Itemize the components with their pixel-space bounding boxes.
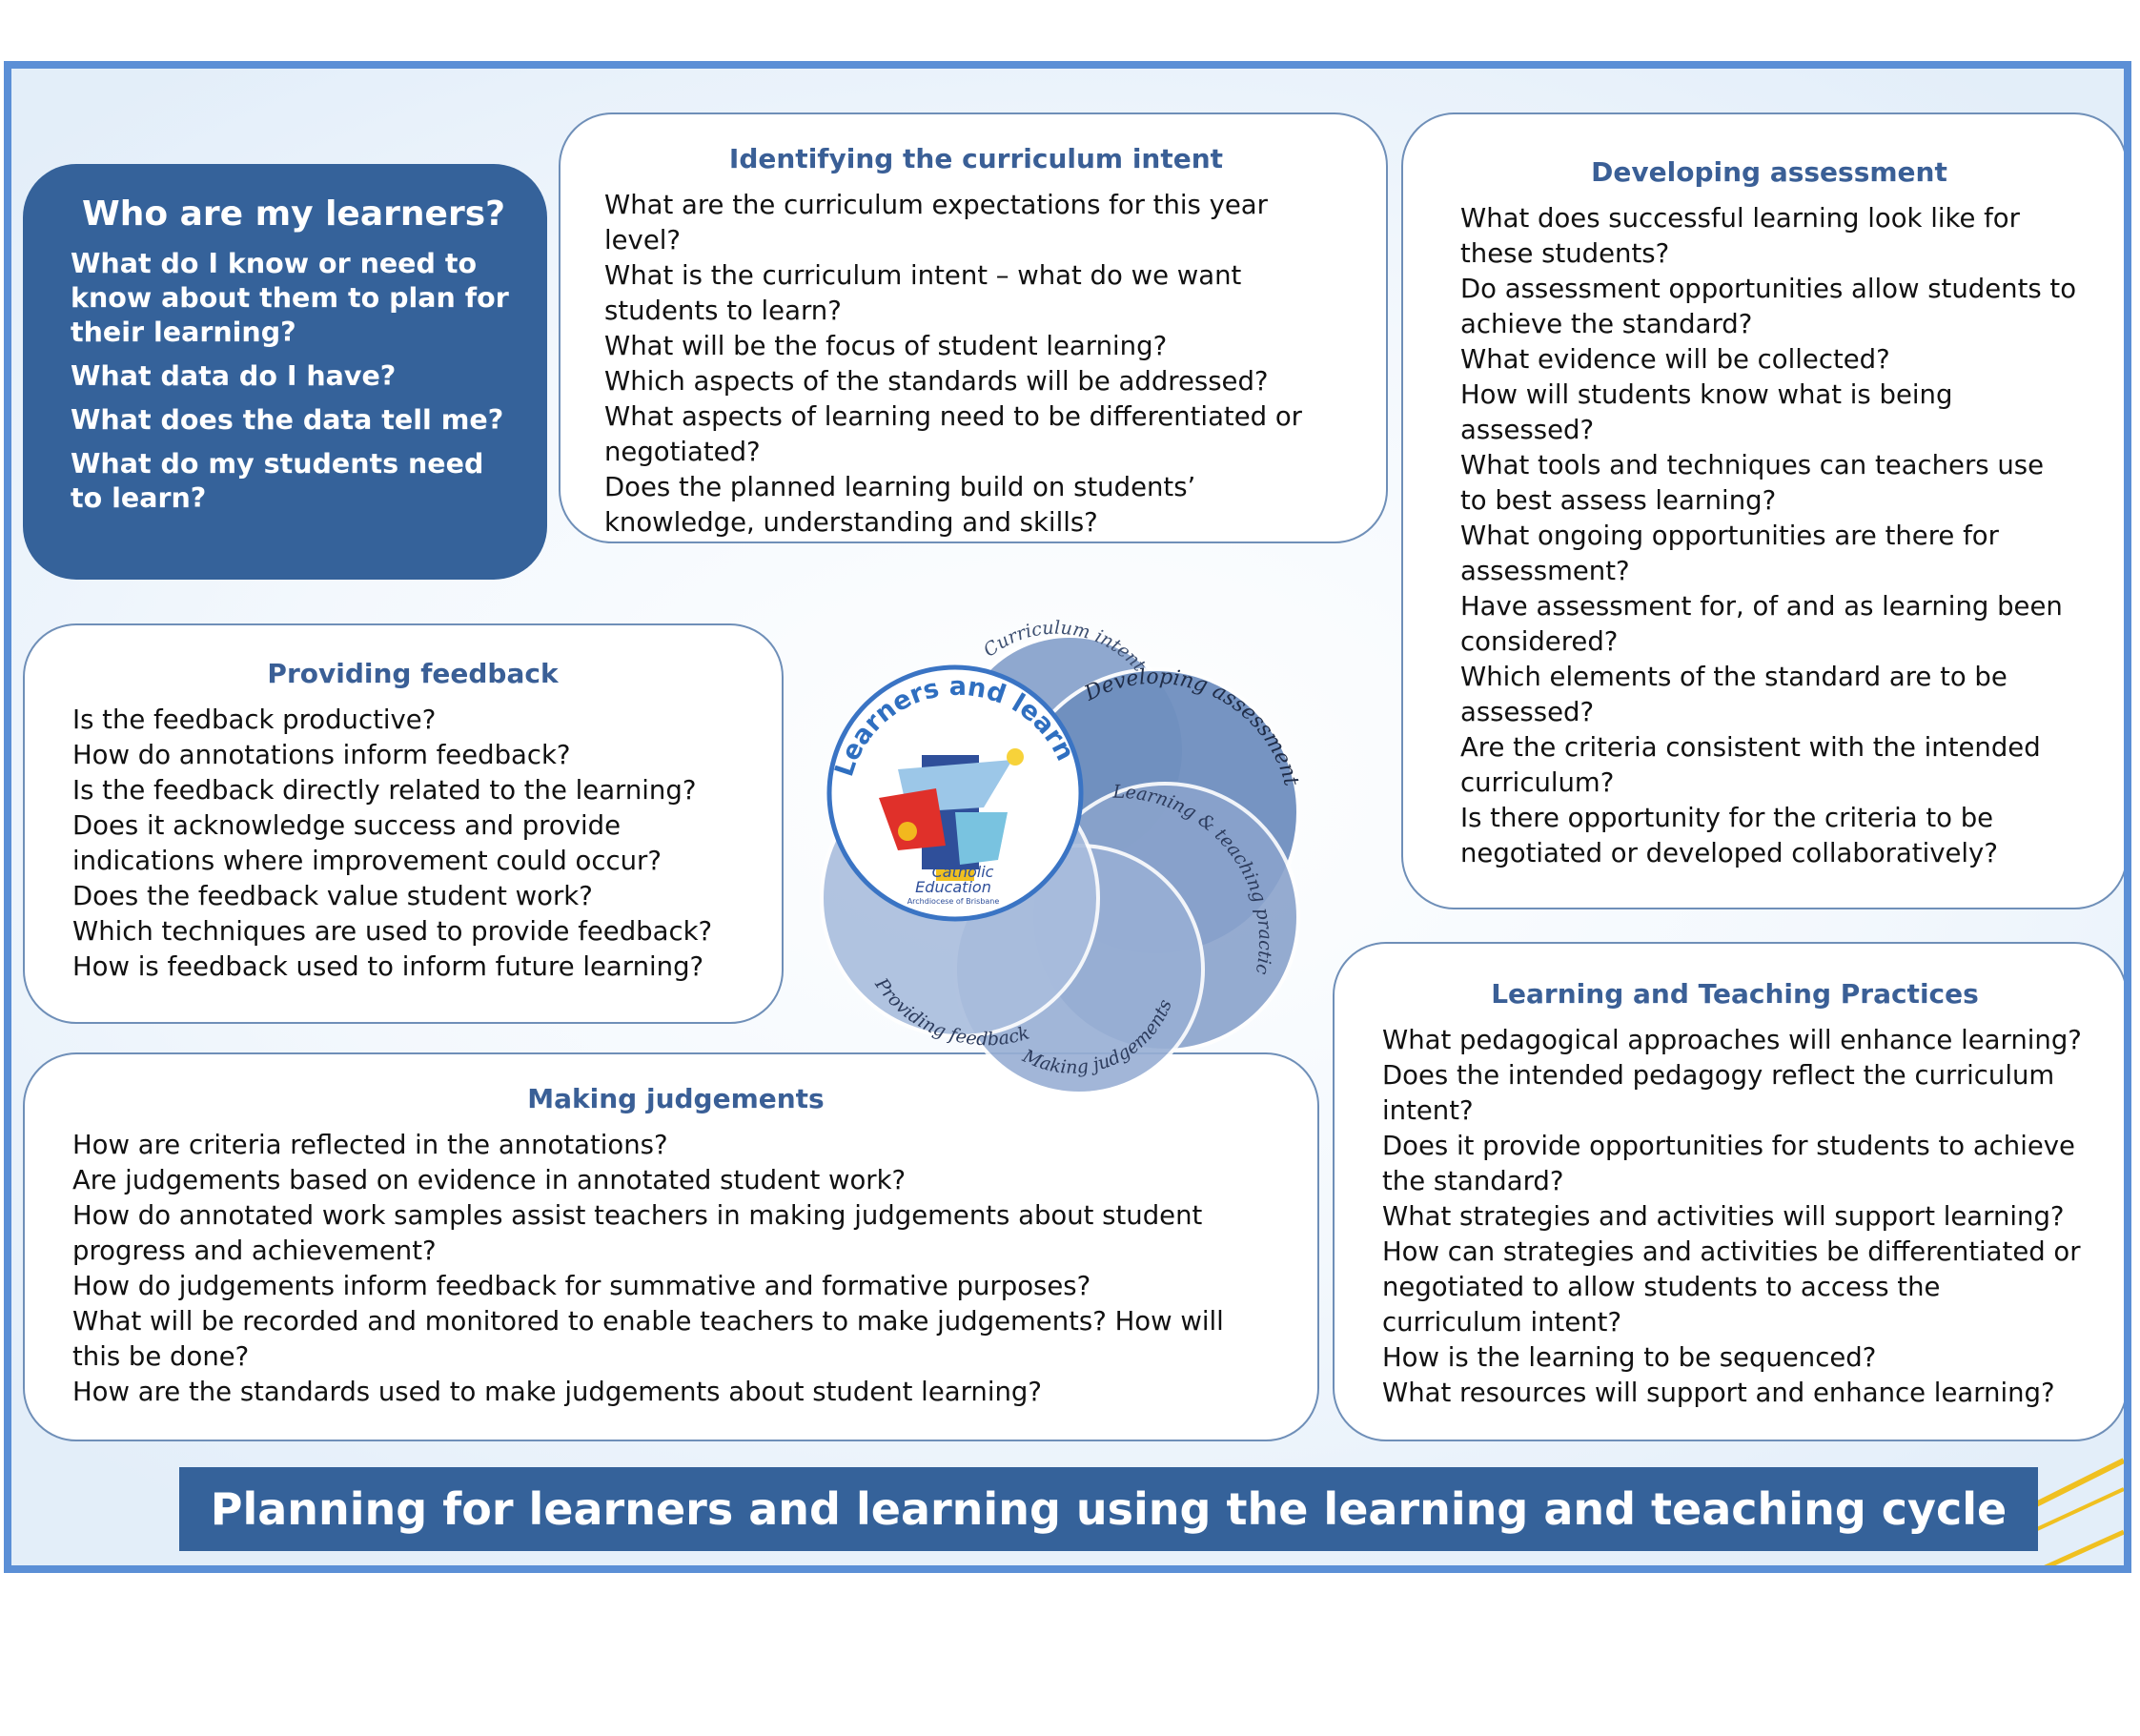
list-item: What do I know or need to know about the…: [71, 248, 509, 348]
list-item: Is there opportunity for the criteria to…: [1460, 803, 1998, 868]
list-item: Which elements of the standard are to be…: [1460, 662, 2008, 727]
list-item: How is feedback used to inform future le…: [72, 951, 704, 982]
org-line-1: Catholic: [932, 863, 994, 881]
list-item: How do judgements inform feedback for su…: [72, 1271, 1091, 1301]
org-line-3: Archdiocese of Brisbane: [907, 897, 1000, 906]
list-item: What will be the focus of student learni…: [604, 331, 1168, 361]
diagram-frame: Who are my learners? What do I know or n…: [4, 61, 2131, 1573]
who-list: What do I know or need to know about the…: [71, 247, 517, 516]
list-item: Which techniques are used to provide fee…: [72, 916, 713, 947]
developing-assessment-list: What does successful learning look like …: [1460, 201, 2078, 871]
list-item: Are the criteria consistent with the int…: [1460, 732, 2041, 798]
curriculum-intent-title: Identifying the curriculum intent: [728, 143, 1224, 174]
list-item: Is the feedback directly related to the …: [72, 775, 697, 806]
list-item: How is the learning to be sequenced?: [1382, 1342, 1877, 1373]
list-item: How do annotated work samples assist tea…: [72, 1200, 1203, 1266]
making-judgements-box: Making judgements How are criteria refle…: [23, 1052, 1319, 1441]
developing-assessment-box: Developing assessment What does successf…: [1401, 112, 2124, 909]
developing-assessment-title: Developing assessment: [1591, 156, 1947, 188]
list-item: What resources will support and enhance …: [1382, 1378, 2055, 1408]
list-item: What is the curriculum intent – what do …: [604, 260, 1242, 326]
providing-feedback-box: Providing feedback Is the feedback produ…: [23, 623, 784, 1024]
list-item: How will students know what is being ass…: [1460, 379, 1953, 445]
learning-cycle-wheel: Curriculum intent Developing assessment …: [793, 593, 1303, 1095]
logo-icon: [879, 748, 1024, 881]
footer-banner: Planning for learners and learning using…: [179, 1467, 2038, 1551]
making-judgements-list: How are criteria reflected in the annota…: [72, 1128, 1279, 1410]
list-item: What evidence will be collected?: [1460, 344, 1890, 375]
who-title: Who are my learners?: [81, 194, 506, 234]
list-item: What tools and techniques can teachers u…: [1460, 450, 2045, 516]
list-item: Does the intended pedagogy reflect the c…: [1382, 1060, 2055, 1126]
list-item: How can strategies and activities be dif…: [1382, 1236, 2081, 1338]
learning-teaching-practices-list: What pedagogical approaches will enhance…: [1382, 1023, 2088, 1411]
list-item: What are the curriculum expectations for…: [604, 190, 1268, 255]
list-item: Are judgements based on evidence in anno…: [72, 1165, 907, 1195]
list-item: What strategies and activities will supp…: [1382, 1201, 2065, 1232]
list-item: What data do I have?: [71, 360, 397, 392]
list-item: How do annotations inform feedback?: [72, 740, 571, 770]
list-item: Have assessment for, of and as learning …: [1460, 591, 2063, 657]
list-item: What do my students need to learn?: [71, 448, 484, 514]
list-item: Does the feedback value student work?: [72, 881, 593, 911]
list-item: Does it provide opportunities for studen…: [1382, 1131, 2075, 1196]
learning-teaching-practices-box: Learning and Teaching Practices What ped…: [1333, 942, 2124, 1441]
list-item: Which aspects of the standards will be a…: [604, 366, 1269, 397]
list-item: What ongoing opportunities are there for…: [1460, 521, 1999, 586]
list-item: Does it acknowledge success and provide …: [72, 810, 662, 876]
list-item: Is the feedback productive?: [72, 705, 437, 735]
list-item: How are criteria reflected in the annota…: [72, 1130, 668, 1160]
providing-feedback-list: Is the feedback productive? How do annot…: [72, 703, 753, 985]
providing-feedback-title: Providing feedback: [267, 658, 559, 689]
list-item: Do assessment opportunities allow studen…: [1460, 274, 2077, 339]
curriculum-intent-list: What are the curriculum expectations for…: [604, 188, 1348, 541]
curriculum-intent-box: Identifying the curriculum intent What a…: [559, 112, 1388, 543]
list-item: How are the standards used to make judge…: [72, 1377, 1042, 1407]
list-item: What does successful learning look like …: [1460, 203, 2020, 269]
list-item: What will be recorded and monitored to e…: [72, 1306, 1224, 1372]
who-are-my-learners-box: Who are my learners? What do I know or n…: [23, 164, 547, 580]
org-line-2: Education: [915, 878, 991, 896]
list-item: Does the planned learning build on stude…: [604, 472, 1196, 538]
learning-teaching-practices-title: Learning and Teaching Practices: [1491, 978, 1979, 1010]
making-judgements-title: Making judgements: [527, 1083, 825, 1114]
list-item: What does the data tell me?: [71, 404, 504, 436]
list-item: What pedagogical approaches will enhance…: [1382, 1025, 2082, 1055]
list-item: What aspects of learning need to be diff…: [604, 401, 1302, 467]
